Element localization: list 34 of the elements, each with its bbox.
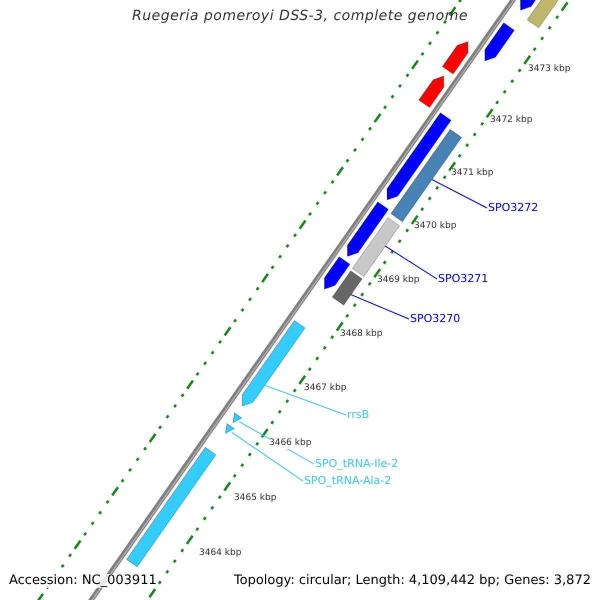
gene-bar [418,75,444,108]
tick-label: 3464 kbp [199,549,242,559]
gene-bar [386,112,452,200]
gene-label: SPO_tRNA-Ala-2 [304,475,392,488]
gene-bar [332,270,363,306]
gene-label: rrsB [347,409,370,422]
accession-text: Accession: NC_003911 [9,574,157,588]
tick-label: 3468 kbp [340,330,382,340]
tick-label: 3469 kbp [377,276,420,286]
gene-bar [324,256,350,290]
tick-label: 3470 kbp [414,222,456,232]
gene-label: SPO3271 [438,273,488,286]
genome-summary-text: Topology: circular; Length: 4,109,442 bp; Genes: 3,872 [234,574,591,588]
gene-bar [225,422,236,434]
leader-line [231,432,304,482]
tick-label: 3465 kbp [234,494,276,504]
tick-label: 3472 kbp [490,116,532,126]
leader-line [350,294,410,320]
gene-bar [484,22,515,62]
gene-label: SPO_tRNA-Ile-2 [315,458,398,470]
gene-label: SPO3272 [488,202,538,214]
gene-bar [442,41,468,75]
map-title: Ruegeria pomeroyi DSS-3, complete genome [132,9,468,24]
gene-label: SPO3270 [410,313,460,326]
tick-label: 3467 kbp [304,384,346,394]
leader-line [432,179,488,208]
gene-bar [232,412,243,424]
tick-label: 3471 kbp [451,169,494,179]
leader-line [264,384,346,416]
gene-bar [347,201,389,257]
gene-bar [242,320,306,407]
tick-label: 3466 kbp [269,439,312,449]
tick-label: 3473 kbp [528,65,570,75]
leader-line [384,246,438,280]
